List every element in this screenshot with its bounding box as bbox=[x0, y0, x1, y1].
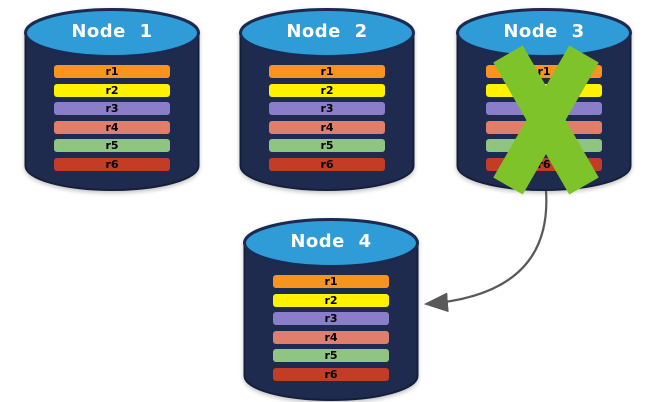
node-title: Node 4 bbox=[290, 231, 372, 252]
replica-row-r5: r5 bbox=[54, 139, 170, 152]
replica-row-r5: r5 bbox=[273, 349, 389, 362]
replica-row-r5: r5 bbox=[269, 139, 385, 152]
replica-row-r6: r6 bbox=[273, 367, 389, 381]
x-stroke bbox=[493, 45, 599, 195]
arrow-curve bbox=[423, 190, 548, 313]
replica-row-r2: r2 bbox=[273, 293, 389, 307]
node-1: Node 1 r1 r2 r3 r4 r5 r6 bbox=[23, 8, 201, 200]
node-3: Node 3 r1 r2 r3 r4 r5 r6 bbox=[455, 8, 633, 200]
replica-row-r6: r6 bbox=[54, 157, 170, 171]
replica-row-r3: r3 bbox=[273, 312, 389, 325]
node-4: Node 4 r1 r2 r3 r4 r5 r6 bbox=[242, 218, 420, 402]
replica-rows: r1 r2 r3 r4 r5 r6 bbox=[273, 275, 389, 386]
node-title: Node 2 bbox=[286, 21, 368, 42]
cylinder-top bbox=[24, 8, 200, 58]
replica-row-r4: r4 bbox=[269, 120, 385, 134]
cylinder-top bbox=[456, 8, 632, 58]
replica-rows: r1 r2 r3 r4 r5 r6 bbox=[54, 65, 170, 176]
replica-row-r1: r1 bbox=[269, 65, 385, 78]
replica-row-r2: r2 bbox=[54, 83, 170, 97]
replica-row-r6: r6 bbox=[269, 157, 385, 171]
failure-x-icon bbox=[493, 45, 599, 195]
replica-row-r4: r4 bbox=[54, 120, 170, 134]
replica-row-r3: r3 bbox=[269, 102, 385, 115]
replica-row-r4: r4 bbox=[273, 330, 389, 344]
cylinder-top bbox=[243, 218, 419, 268]
replica-row-r2: r2 bbox=[269, 83, 385, 97]
node-title: Node 1 bbox=[71, 21, 153, 42]
replica-row-r1: r1 bbox=[54, 65, 170, 78]
cylinder-top bbox=[239, 8, 415, 58]
replica-rows: r1 r2 r3 r4 r5 r6 bbox=[269, 65, 385, 176]
replica-row-r1: r1 bbox=[273, 275, 389, 288]
node-title: Node 3 bbox=[503, 21, 585, 42]
replica-row-r3: r3 bbox=[54, 102, 170, 115]
node-2: Node 2 r1 r2 r3 r4 r5 r6 bbox=[238, 8, 416, 200]
